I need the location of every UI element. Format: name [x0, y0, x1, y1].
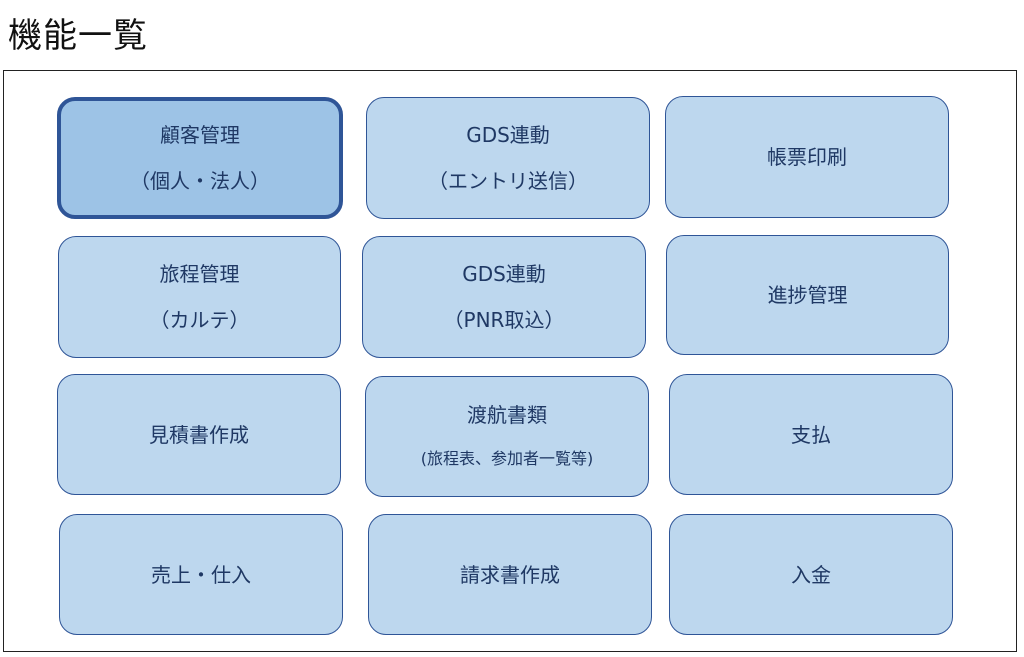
progress-management-button[interactable]: 進捗管理 — [666, 235, 949, 355]
invoice-creation-button[interactable]: 請求書作成 — [368, 514, 652, 635]
tile-subtitle: （PNR取込） — [443, 308, 565, 332]
tile-title: GDS連動 — [466, 123, 550, 147]
sales-purchase-button[interactable]: 売上・仕入 — [59, 514, 343, 635]
tile-title: 帳票印刷 — [767, 145, 847, 169]
tile-title: 売上・仕入 — [151, 562, 251, 587]
tile-title: GDS連動 — [462, 262, 546, 286]
tile-title: 請求書作成 — [460, 562, 560, 587]
tile-title: 渡航書類 — [467, 402, 547, 427]
gds-entry-send-button[interactable]: GDS連動 （エントリ送信） — [366, 97, 650, 219]
tile-title: 旅程管理 — [159, 262, 240, 286]
deposit-button[interactable]: 入金 — [669, 514, 953, 635]
tile-subtitle: （カルテ） — [149, 308, 250, 332]
payment-button[interactable]: 支払 — [669, 374, 953, 495]
customer-management-button[interactable]: 顧客管理 （個人・法人） — [57, 97, 343, 219]
tile-subtitle: （個人・法人） — [130, 169, 270, 193]
tile-title: 見積書作成 — [149, 422, 249, 447]
tile-title: 顧客管理 — [160, 123, 240, 147]
quotation-creation-button[interactable]: 見積書作成 — [57, 374, 341, 495]
tile-title: 支払 — [791, 422, 831, 447]
form-printing-button[interactable]: 帳票印刷 — [665, 96, 949, 218]
itinerary-management-button[interactable]: 旅程管理 （カルテ） — [58, 236, 341, 358]
tile-subtitle: （エントリ送信） — [428, 169, 588, 193]
gds-pnr-import-button[interactable]: GDS連動 （PNR取込） — [362, 236, 646, 358]
tile-title: 入金 — [791, 562, 831, 587]
tile-title: 進捗管理 — [767, 283, 848, 307]
tile-subtitle: (旅程表、参加者一覧等) — [420, 448, 594, 468]
travel-documents-button[interactable]: 渡航書類 (旅程表、参加者一覧等) — [365, 376, 649, 497]
page-title: 機能一覧 — [8, 16, 148, 56]
